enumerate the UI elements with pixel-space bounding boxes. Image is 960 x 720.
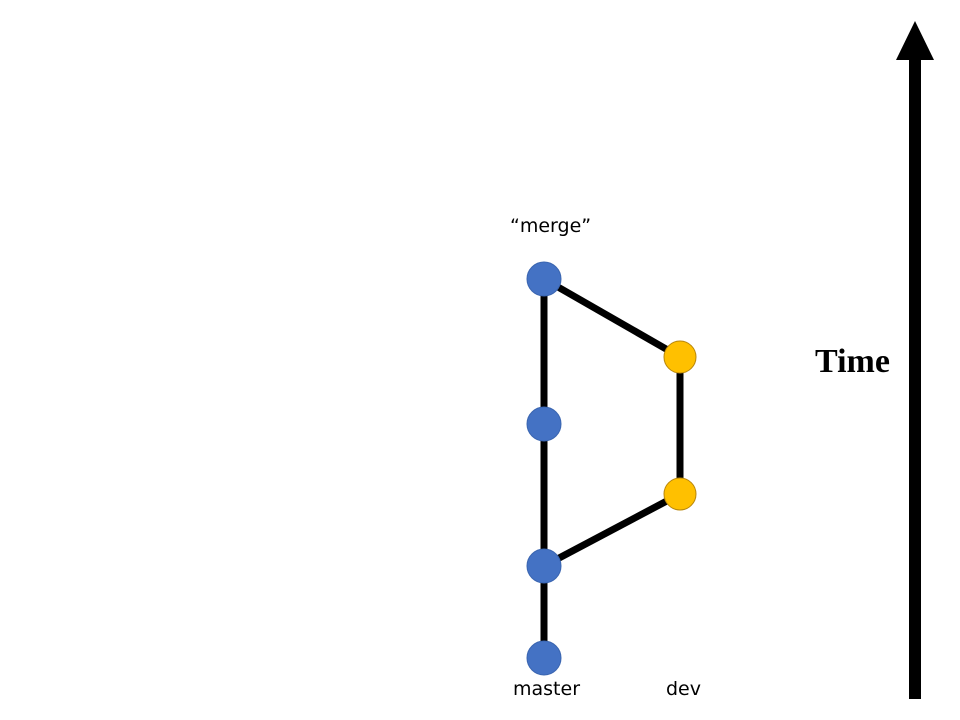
- master-commit-node: [526, 640, 562, 676]
- master-branch-label: master: [513, 678, 581, 700]
- dev-commit-node: [663, 477, 697, 511]
- merge-label: “merge”: [510, 215, 592, 237]
- dev-commit-node: [663, 340, 697, 374]
- master-commit-node: [526, 548, 562, 584]
- merge-commit-node: [526, 261, 562, 297]
- master-commit-node: [526, 406, 562, 442]
- time-axis-label: Time: [815, 343, 890, 380]
- dev-branch-label: dev: [666, 678, 701, 700]
- edge-dev-2-merge: [542, 275, 682, 361]
- time-arrow-head: [896, 21, 934, 60]
- edge-branch-to-dev-1: [542, 490, 682, 570]
